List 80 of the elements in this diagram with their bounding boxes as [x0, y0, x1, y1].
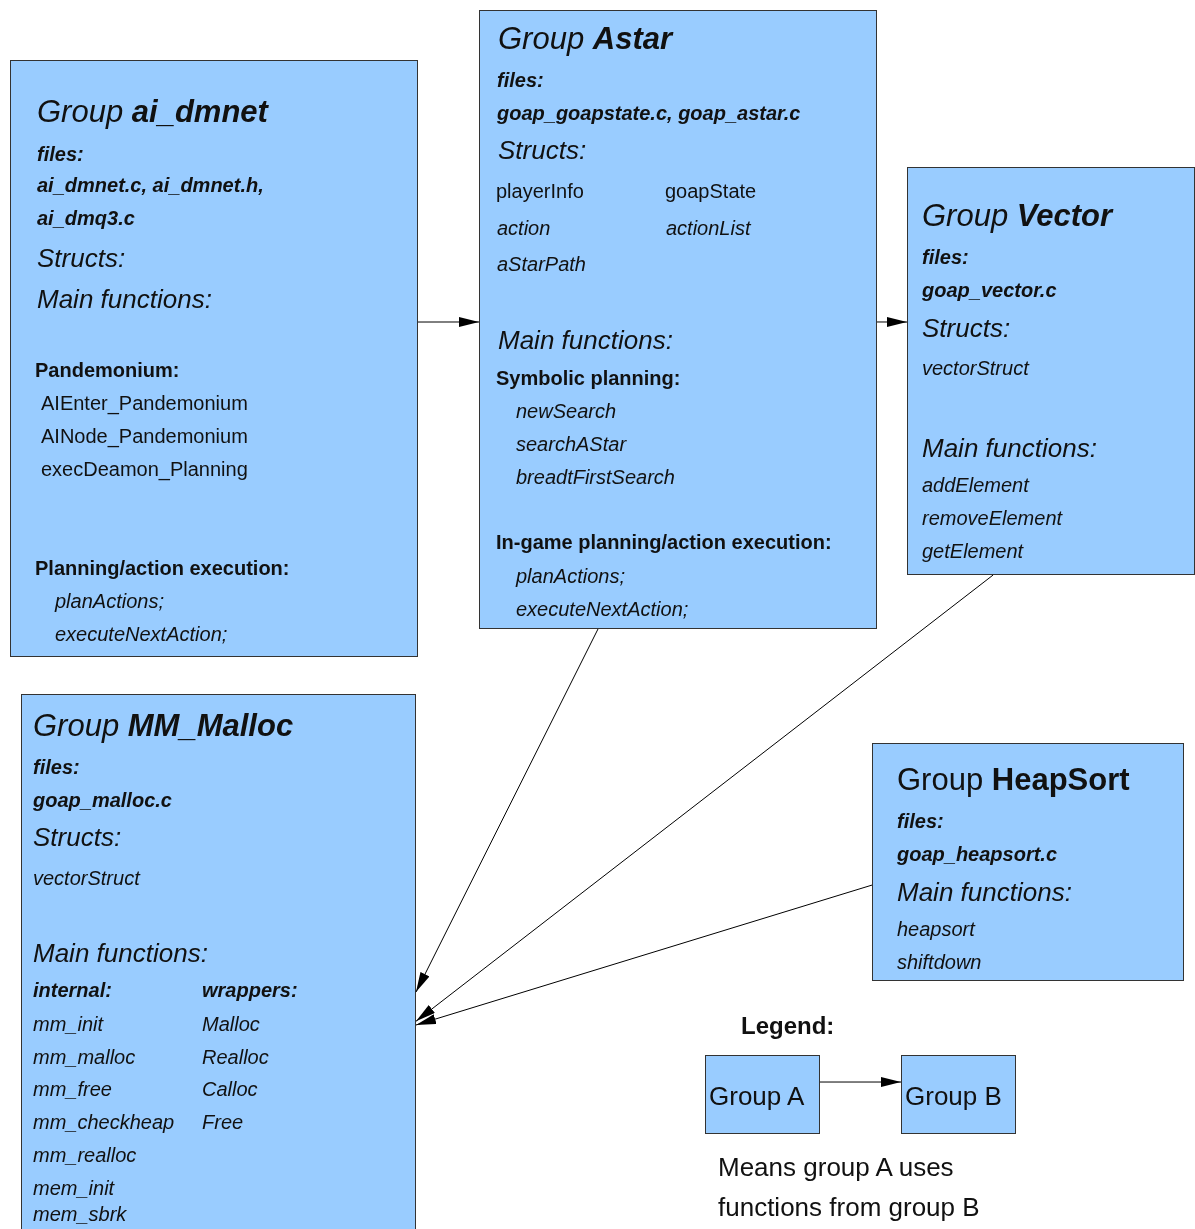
file-list: goap_goapstate.c, goap_astar.c — [497, 101, 801, 125]
function-name: shiftdown — [897, 950, 982, 974]
struct-name: playerInfo — [496, 179, 584, 203]
section-heading: Structs: — [922, 313, 1011, 345]
group-label: Group A — [709, 1081, 805, 1113]
file-list: ai_dmnet.c, ai_dmnet.h, ai_dmq3.c — [37, 169, 307, 235]
section-heading: Structs: — [37, 243, 126, 275]
function-name: AIEnter_Pandemonium — [41, 391, 248, 415]
file-list: goap_heapsort.c — [897, 842, 1058, 866]
struct-name: vectorStruct — [922, 356, 1029, 380]
section-heading: Main functions: — [33, 938, 208, 970]
function-name: mm_init — [33, 1012, 103, 1036]
function-name: newSearch — [516, 399, 617, 423]
function-name: heapsort — [897, 917, 975, 941]
function-name: executeNextAction; — [516, 597, 689, 621]
group-title: Group HeapSort — [897, 761, 1130, 799]
function-name: Realloc — [202, 1045, 269, 1069]
group-label: Group B — [905, 1081, 1002, 1113]
group-box — [479, 10, 877, 629]
struct-name: actionList — [666, 216, 751, 240]
legend-heading: Legend: — [741, 1011, 835, 1041]
function-name: mem_init — [33, 1176, 115, 1200]
function-name: mm_realloc — [33, 1143, 137, 1167]
section-heading: Main functions: — [922, 433, 1097, 465]
subsection-heading: In-game planning/action execution: — [496, 530, 832, 554]
section-heading: files: — [33, 755, 80, 779]
legend-box — [705, 1055, 820, 1134]
function-name: getElement — [922, 539, 1024, 563]
function-name: mem_sbrk — [33, 1202, 127, 1226]
subsection-heading: Symbolic planning: — [496, 366, 681, 390]
section-heading: Main functions: — [897, 877, 1072, 909]
group-box — [872, 743, 1184, 981]
function-name: mm_checkheap — [33, 1110, 175, 1134]
section-heading: files: — [922, 245, 969, 269]
function-name: Free — [202, 1110, 244, 1134]
file-list: goap_vector.c — [922, 278, 1057, 302]
function-name: addElement — [922, 473, 1029, 497]
struct-name: vectorStruct — [33, 866, 140, 890]
arrow — [415, 574, 994, 1022]
arrow — [417, 317, 480, 327]
function-name: execDeamon_Planning — [41, 457, 248, 481]
function-name: removeElement — [922, 506, 1063, 530]
group-box — [10, 60, 418, 657]
section-heading: files: — [37, 142, 84, 166]
section-heading: Main functions: — [498, 325, 673, 357]
function-name: breadtFirstSearch — [516, 465, 675, 489]
function-name: executeNextAction; — [55, 622, 228, 646]
group-title: Group ai_dmnet — [37, 93, 268, 131]
legend-note: Means group A uses functions from group B — [718, 1151, 981, 1224]
subsection-heading: internal: — [33, 978, 112, 1002]
section-heading: files: — [897, 809, 944, 833]
function-name: mm_free — [33, 1077, 112, 1101]
struct-name: goapState — [665, 179, 757, 203]
function-name: searchAStar — [516, 432, 627, 456]
file-list: goap_malloc.c — [33, 788, 172, 812]
subsection-heading: wrappers: — [202, 978, 298, 1002]
struct-name: aStarPath — [497, 252, 586, 276]
group-box — [907, 167, 1195, 575]
section-heading: Main functions: — [37, 284, 212, 316]
function-name: Malloc — [202, 1012, 260, 1036]
group-title: Group Vector — [922, 197, 1113, 235]
function-name: planActions; — [55, 589, 164, 613]
section-heading: Structs: — [33, 822, 122, 854]
arrow — [415, 884, 873, 1026]
function-name: planActions; — [516, 564, 625, 588]
arrow — [819, 1077, 902, 1087]
section-heading: Structs: — [498, 135, 587, 167]
subsection-heading: Pandemonium: — [35, 358, 180, 382]
struct-name: action — [497, 216, 551, 240]
legend-box — [901, 1055, 1016, 1134]
section-heading: files: — [497, 68, 544, 92]
function-name: Calloc — [202, 1077, 258, 1101]
group-title: Group MM_Malloc — [33, 707, 294, 745]
arrow — [876, 317, 908, 327]
function-name: AINode_Pandemonium — [41, 424, 248, 448]
group-box — [21, 694, 416, 1229]
subsection-heading: Planning/action execution: — [35, 556, 290, 580]
function-name: mm_malloc — [33, 1045, 136, 1069]
arrow — [415, 628, 599, 993]
group-title: Group Astar — [498, 20, 673, 58]
